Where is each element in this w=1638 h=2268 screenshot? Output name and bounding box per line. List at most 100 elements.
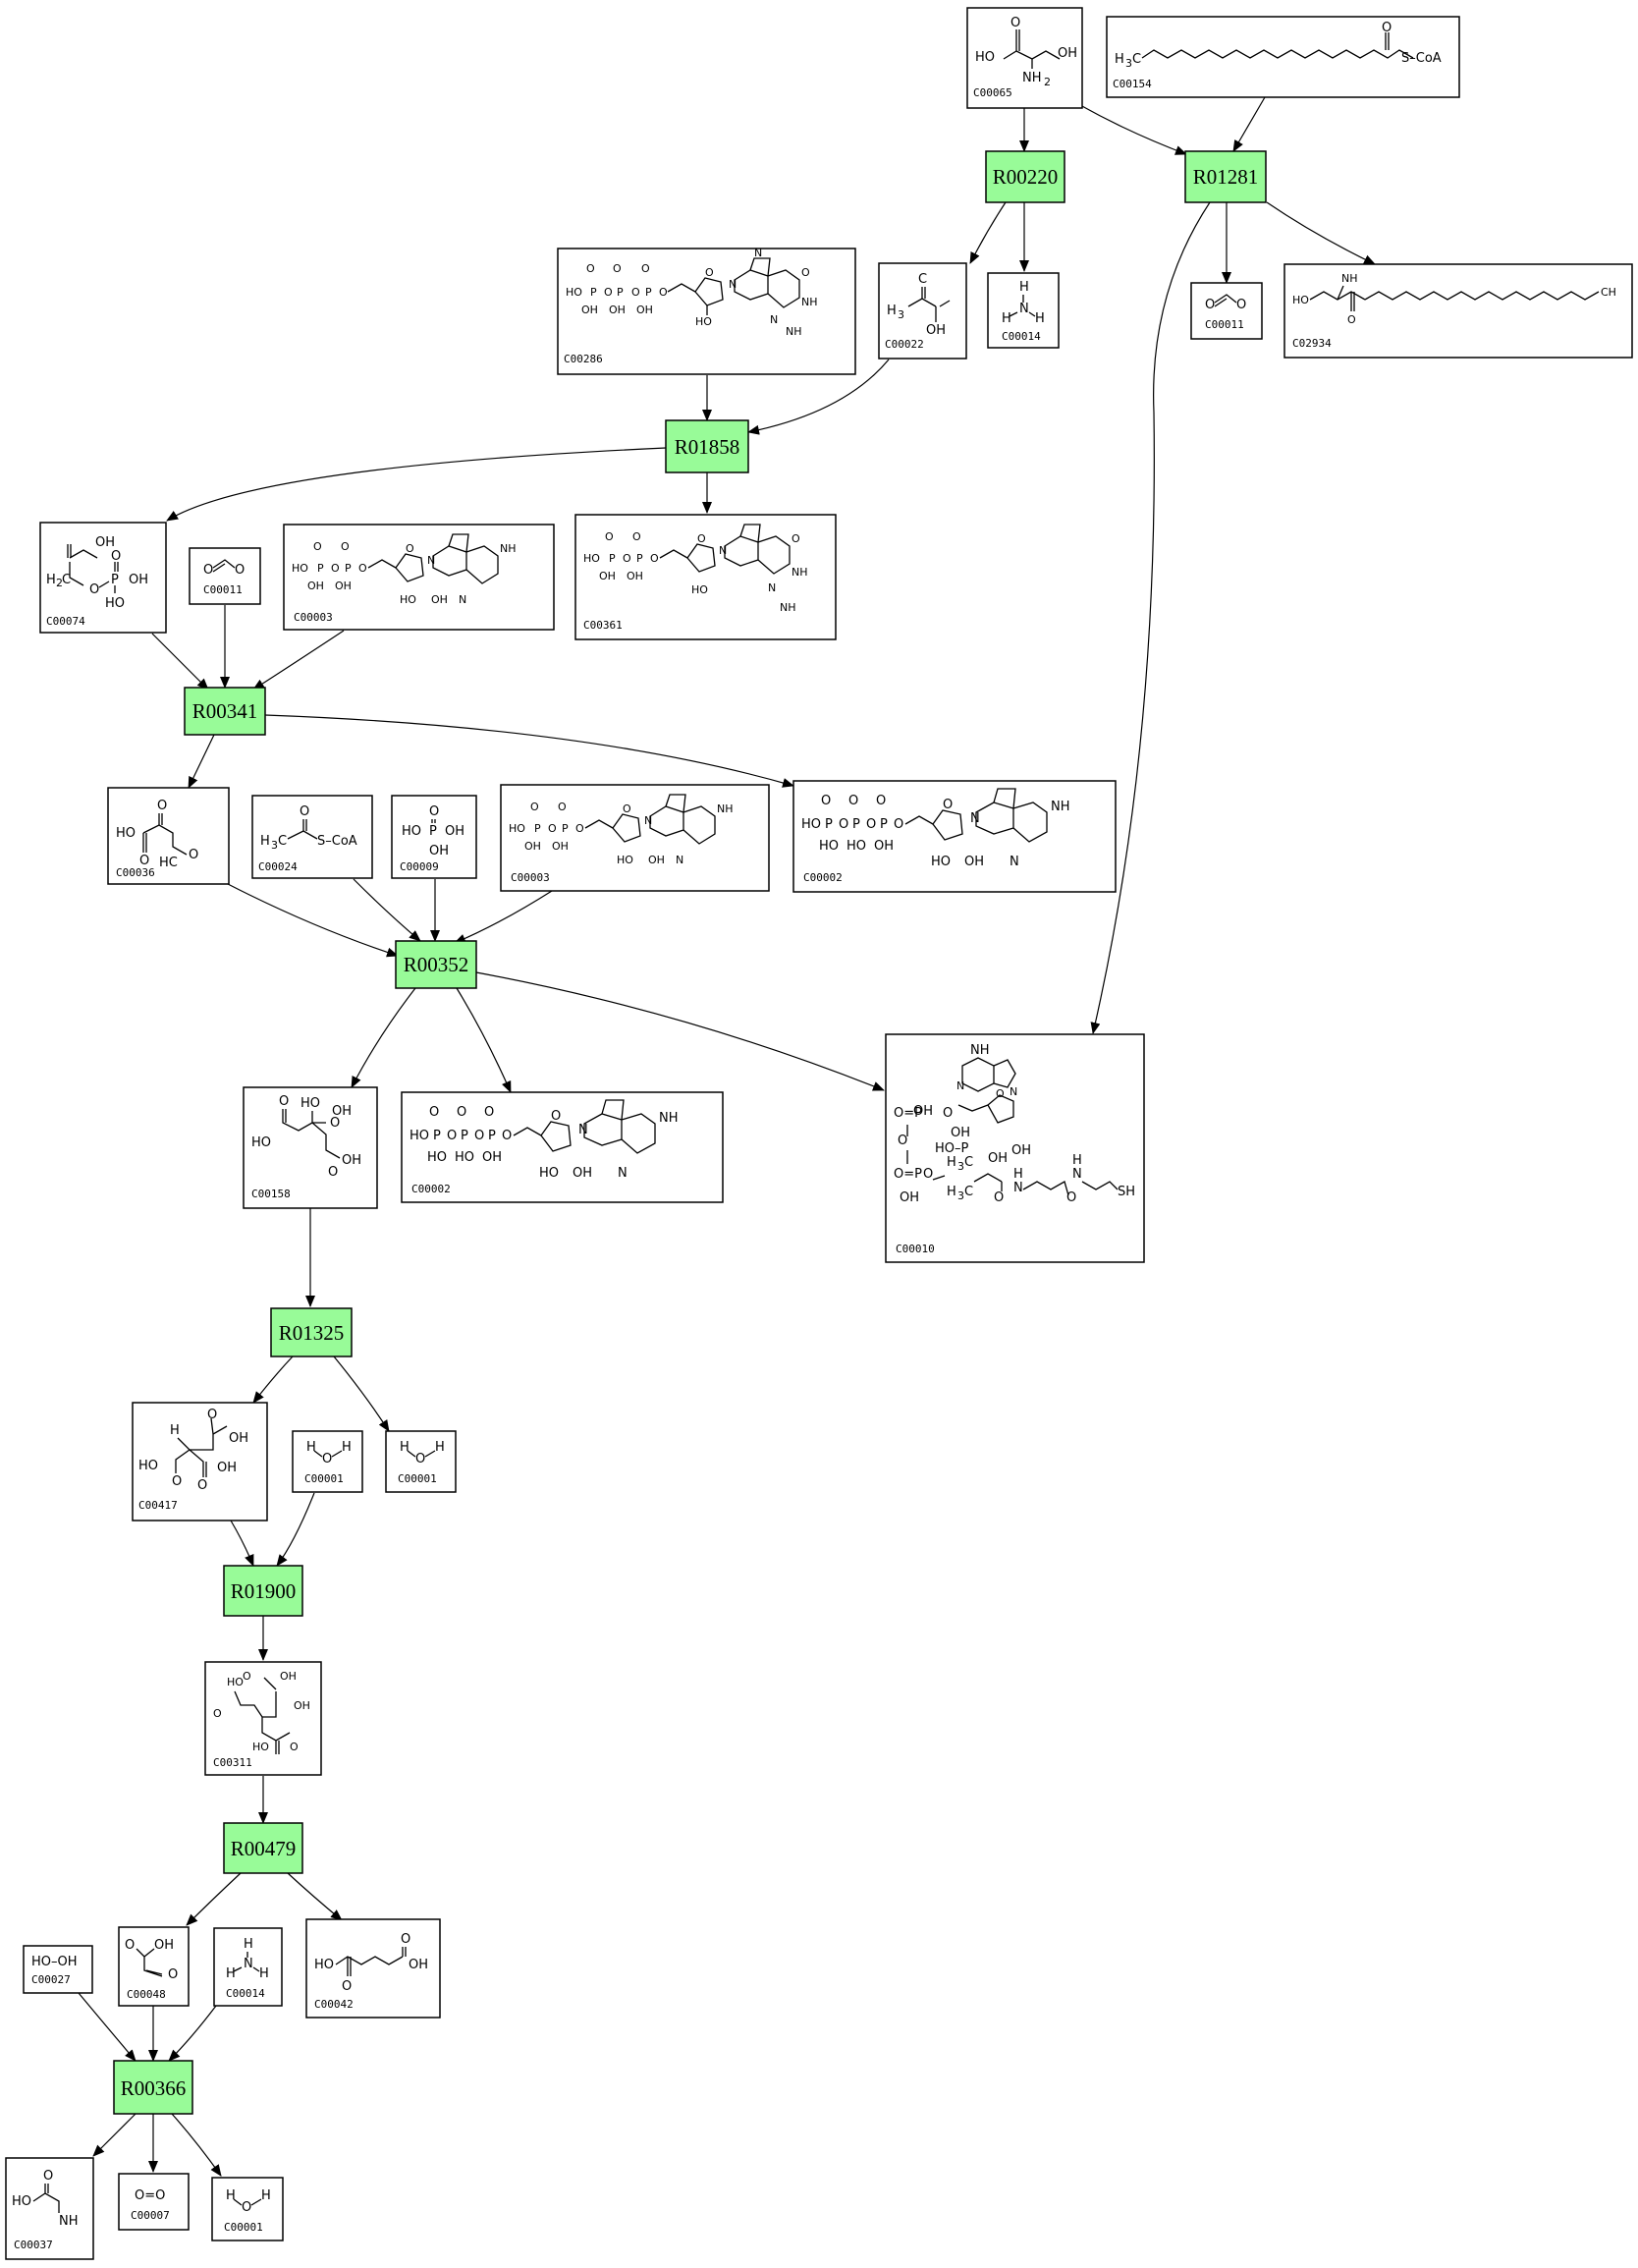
atom: OH: [573, 1166, 592, 1181]
atom: P: [880, 817, 888, 832]
atom: N: [244, 1957, 253, 1971]
atom: OH: [129, 573, 148, 587]
compound-c00286[interactable]: HO P O P O P O O O O OH OH OH O HO: [557, 247, 856, 375]
compound-c00002-bottom[interactable]: HO P O P O P O O O O HO HO OH O HO OH: [401, 1091, 724, 1203]
compound-c00417[interactable]: H O OH HO O O OH C00417: [132, 1402, 268, 1521]
compound-c00311[interactable]: HO O OH O OH HO O C00311: [204, 1661, 322, 1776]
reaction-r00366[interactable]: R00366: [113, 2060, 193, 2115]
atom: HO: [400, 593, 416, 606]
atom: HO: [402, 824, 421, 839]
atom: N: [956, 1079, 964, 1092]
reaction-r00479[interactable]: R00479: [223, 1822, 303, 1874]
reaction-r00352[interactable]: R00352: [395, 940, 477, 989]
atom: HO: [819, 839, 839, 854]
edge-r00366-c00001c: [171, 2113, 222, 2177]
atom: O: [613, 262, 622, 275]
edge-r00352-c00158: [351, 987, 416, 1088]
compound-c00074[interactable]: OH H 2 C O P OH O HO C00074: [39, 522, 167, 634]
atom: O: [235, 563, 245, 578]
structure-glycine: O HO NH: [12, 2169, 79, 2229]
atom: N: [729, 278, 737, 291]
compound-c00042[interactable]: HO O O OH C00042: [305, 1918, 441, 2019]
edges: [78, 96, 1376, 2177]
compound-c00048[interactable]: O OH O C00048: [118, 1926, 190, 2007]
atom: OH: [95, 535, 115, 550]
compound-c00001-bottom[interactable]: H O H C00001: [211, 2177, 284, 2241]
edge-r00479-c00042: [287, 1872, 343, 1921]
compound-c00014-top[interactable]: H N H H C00014: [987, 272, 1060, 349]
compound-c00009[interactable]: O P HO OH OH C00009: [391, 795, 477, 879]
reaction-r00220[interactable]: R00220: [985, 150, 1065, 203]
compound-id: C00011: [203, 583, 243, 596]
compound-id: C00027: [31, 1973, 71, 1986]
atom: HO: [227, 1676, 244, 1688]
compound-id: C02934: [1292, 337, 1332, 350]
compound-c00037[interactable]: O HO NH C00037: [5, 2157, 94, 2260]
atom: HO: [252, 1741, 269, 1753]
atom: O: [502, 1129, 512, 1143]
atom: O: [341, 540, 350, 553]
compound-id: C00158: [251, 1188, 291, 1200]
atom: O: [923, 1167, 933, 1182]
reaction-r01858[interactable]: R01858: [665, 419, 749, 473]
structure-cis-aconitate: H O OH HO O O OH: [138, 1408, 248, 1493]
compound-id: C00361: [583, 619, 623, 632]
compound-c00361[interactable]: HO P O P O O O OH OH O HO N O NH N: [574, 514, 837, 640]
atom: N: [770, 313, 778, 326]
compound-c00154[interactable]: H 3 C O S–CoA C00154: [1106, 16, 1460, 98]
atom: NH: [786, 325, 802, 338]
compound-c00022[interactable]: C H 3 OH C00022: [878, 262, 967, 360]
compound-c00027[interactable]: HO–OH C00027: [23, 1945, 93, 1994]
reaction-r01281[interactable]: R01281: [1184, 150, 1267, 203]
compound-c02934[interactable]: NH HO O CH C02934: [1283, 263, 1633, 359]
atom: OH: [154, 1938, 174, 1953]
atom: OH: [294, 1699, 310, 1712]
atom: OH: [524, 840, 541, 853]
compound-c00011-top[interactable]: O O C00011: [1190, 282, 1263, 340]
atom: H: [947, 1155, 956, 1170]
compound-id: C00037: [14, 2239, 53, 2251]
atom: O: [943, 1106, 953, 1121]
compound-c00010[interactable]: NH N N O O=P OH O OH HO–P OH O O=P O OH …: [885, 1033, 1145, 1263]
compound-c00158[interactable]: HO O OH HO O O OH C00158: [243, 1086, 378, 1209]
atom: O: [111, 549, 121, 564]
atom: OH: [599, 570, 616, 582]
reaction-label: R00479: [231, 1837, 297, 1860]
atom: H: [259, 1966, 269, 1981]
atom: O: [401, 1932, 410, 1947]
atom: NH: [717, 802, 734, 815]
atom: O: [1236, 298, 1246, 312]
structure-phosphate: O P HO OH OH: [402, 804, 464, 858]
compound-c00001-right[interactable]: H O H C00001: [385, 1430, 457, 1493]
compound-c00011-mid[interactable]: O O C00011: [189, 547, 261, 605]
compound-c00001-left[interactable]: H O H C00001: [292, 1430, 363, 1493]
atom: O: [243, 1670, 251, 1683]
compound-c00003-mid[interactable]: HO P O P O O O OH OH O HO OH N NH N: [500, 784, 770, 892]
reaction-r00341[interactable]: R00341: [184, 687, 266, 736]
compound-c00007[interactable]: O=O C00007: [118, 2173, 190, 2231]
edge-c00003a-r00341: [252, 630, 345, 691]
atom: O: [203, 563, 213, 578]
compound-c00002-top[interactable]: HO P O P O P O O O O HO HO OH O HO OH: [792, 780, 1117, 893]
compound-c00003-top[interactable]: HO P O P O O O OH OH O HO OH N NH N: [283, 524, 555, 631]
atom: P: [617, 286, 624, 299]
compound-c00036[interactable]: O HO O HC O C00036: [107, 787, 230, 885]
atom: OH: [335, 580, 352, 592]
edge-r00366-c00037: [92, 2113, 136, 2157]
reaction-r01900[interactable]: R01900: [223, 1565, 303, 1617]
compound-c00024[interactable]: O H 3 C S–CoA C00024: [251, 795, 373, 879]
compound-id: C00011: [1205, 318, 1244, 331]
reaction-r01325[interactable]: R01325: [270, 1307, 353, 1357]
atom: OH: [913, 1104, 933, 1119]
atom: P: [825, 817, 833, 832]
compound-c00065[interactable]: O HO OH NH 2 C00065: [966, 7, 1083, 109]
atom: H: [46, 573, 56, 587]
structure-dgdp: HO P O P O O O OH OH O HO N O NH N: [583, 524, 808, 614]
atom: OH: [627, 570, 643, 582]
atom: O: [1010, 16, 1020, 30]
atom: HO: [691, 583, 708, 596]
structure-adp: HO P O P O O O OH OH O HO OH N NH N: [292, 533, 517, 606]
atom: H: [260, 834, 270, 849]
compound-c00014-bottom[interactable]: H N H H C00014: [213, 1927, 283, 2007]
structure-atp: HO P O P O P O O O O HO HO OH O HO OH: [410, 1099, 679, 1181]
